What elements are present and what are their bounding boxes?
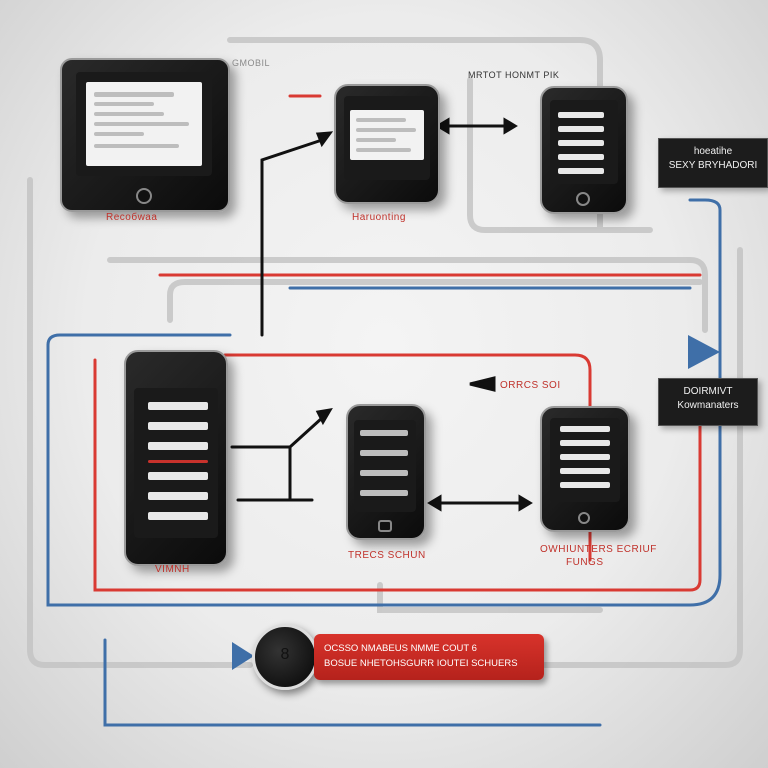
top-right-label-box: hoeatihe SEXY BRYHADORI [658,138,768,188]
phone-1-caption: Haruonting [352,212,406,223]
phone-device-2[interactable] [540,86,628,214]
arrow-up-2-head [315,407,333,426]
home-button[interactable] [578,512,590,524]
phone-3-caption: VIMNH [155,564,190,575]
banner-line2: BOSUE NHETOHSGURR IOUTEI SCHUERS [324,658,518,669]
mid-arrow-label: ORRCS SOI [500,380,561,391]
arrow-mid-head-r [518,494,533,512]
phone-5-caption-line2: FUNGS [566,557,604,568]
phone-5-caption-line1: OWHIUNTERS ECRIUF [540,544,657,555]
red-wire-main [93,358,702,592]
home-button[interactable] [378,520,392,532]
gray-wire-right [542,247,743,668]
triangle-right-icon-bottom [232,642,254,670]
arrow-up-1-head [315,131,334,148]
phone-device-4[interactable] [346,404,426,540]
phone-device-3[interactable] [124,350,228,566]
banner-line1: OCSSO NMABEUS NMME COUT 6 [324,643,477,654]
black-connector-1 [260,138,324,337]
home-button[interactable] [136,188,152,204]
phone-2-header: MRTOT HONMT PIK [468,70,560,80]
phone-4-caption: TRECS SCHUN [348,550,426,561]
black-connector-2 [230,416,324,449]
tablet-caption: Recoбwaa [106,212,158,223]
gray-wire-loop [167,279,703,323]
blue-wire-main [46,198,722,607]
tablet-device[interactable] [60,58,230,212]
arrow-small-left [469,376,496,392]
phone-5-screen [550,418,620,502]
red-wire-inner [223,353,592,562]
gray-wire-bottom [377,582,603,613]
home-button[interactable] [576,192,590,206]
blue-wire-left [46,333,232,347]
arrow-mid-head-l [427,494,442,512]
bottom-red-banner: OCSSO NMABEUS NMME COUT 6 BOSUE NHETOHSG… [314,634,544,680]
tablet-document [86,82,202,166]
arrow-right-top-head [503,117,518,135]
gray-wire-upper [467,77,653,233]
top-right-label-line2: SEXY BRYHADORI [668,160,758,171]
phone-2-screen [550,100,618,184]
phone-3-screen [134,388,218,538]
phone-device-1[interactable] [334,84,440,204]
mid-right-label-line1: DOIRMIVT [683,386,733,397]
gray-wire-mid [107,257,708,333]
tablet-screen [76,72,212,176]
circle-button[interactable]: 8 [252,624,318,690]
triangle-right-icon [688,335,720,369]
gray-wire-left [27,177,253,668]
mid-right-label-line2: Kowmanaters [677,400,739,411]
arrow-left-top-head [435,117,450,135]
top-right-label-line1: hoeatihe [693,146,733,157]
mid-right-label-box: DOIRMIVT Kowmanaters [658,378,758,426]
phone-4-screen [354,420,416,512]
phone-1-screen [344,96,430,180]
phone-device-5[interactable] [540,406,630,532]
blue-wire-bottom [103,638,602,727]
small-top-tag: GMOBIL [232,58,271,68]
gray-wire-top [227,37,603,233]
